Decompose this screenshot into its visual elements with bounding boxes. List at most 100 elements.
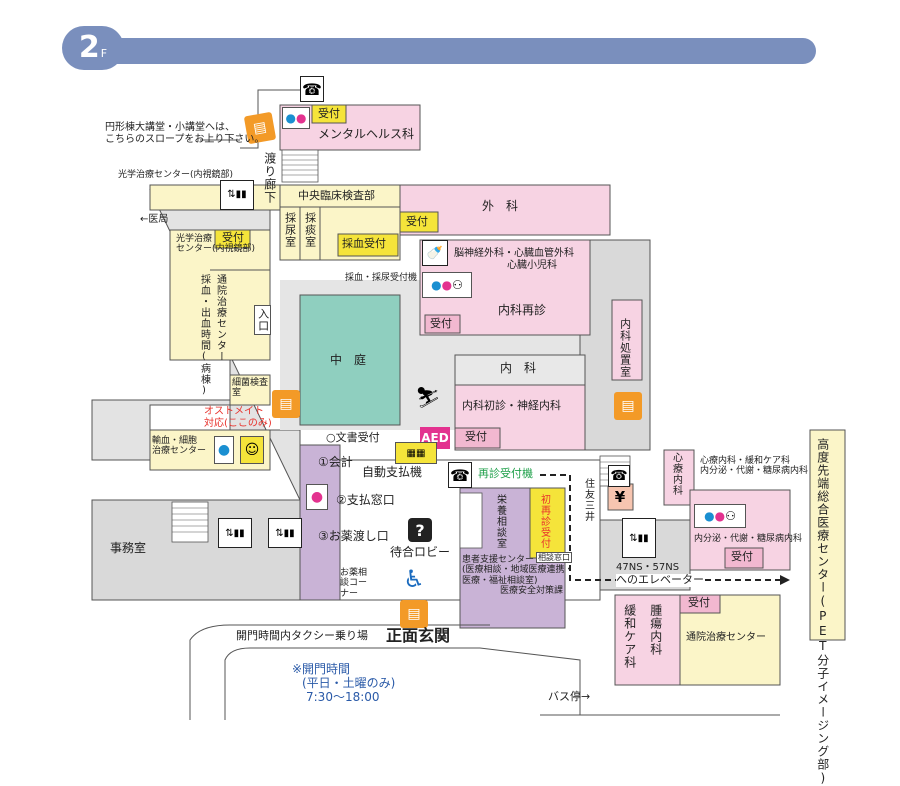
internal-medicine-label: 内 科 bbox=[500, 361, 537, 375]
taxi-road-inner bbox=[224, 647, 581, 720]
patient-support-line3: 医療・福祉相談室) bbox=[462, 575, 538, 586]
transfusion-line1: 輸血・細胞 bbox=[152, 436, 198, 446]
mental-health-label: メンタルヘルス科 bbox=[318, 127, 415, 141]
elevator-ns-label: 47NS・57NS bbox=[616, 562, 680, 573]
diabetes-reception-label: 受付 bbox=[731, 550, 753, 563]
oncology-label: 腫瘍内科 bbox=[648, 604, 663, 656]
internal-revisit-label: 内科再診 bbox=[498, 303, 547, 317]
sumitomo-label: 住友三井 bbox=[582, 478, 594, 522]
medicine-window-label: ③お薬渡し口 bbox=[318, 529, 389, 543]
main-entrance-label: 正面玄関 bbox=[386, 626, 451, 645]
consult-window-label: 相談窓口 bbox=[536, 552, 572, 564]
outpatient-center-label: 採血・出血時間(病棟) bbox=[198, 274, 210, 397]
auto-payment-label: 自動支払機 bbox=[362, 465, 423, 479]
internal-header bbox=[454, 354, 586, 386]
optical-center bbox=[169, 229, 271, 361]
diabetes-line1: 心療内科・緩和ケア科 bbox=[700, 456, 791, 466]
floor-suffix: F bbox=[100, 47, 108, 60]
elevator-way-label: へのエレベーター bbox=[616, 573, 704, 587]
diabetes-label: 心療内科・緩和ケア科 内分泌・代謝・糖尿病内科 bbox=[700, 456, 808, 477]
patient-support-line4: 医療安全対策課 bbox=[500, 586, 564, 597]
nutrition-consult-label: 栄養相談室 bbox=[494, 494, 506, 549]
ostomate-line1: オストメイト bbox=[204, 406, 264, 417]
hours-label: ※開門時間 (平日・土曜のみ) 7:30〜18:00 bbox=[292, 662, 395, 704]
restroom-icon: ●●⚇ bbox=[694, 504, 746, 528]
stairs-left bbox=[171, 501, 209, 543]
revisit-machine-label: 再診受付機 bbox=[478, 467, 533, 480]
aed-label: AED bbox=[421, 431, 449, 445]
help-icon: ? bbox=[408, 518, 432, 542]
first-visit-label: 初再診受付 bbox=[538, 494, 550, 549]
blood-reception-box bbox=[337, 233, 399, 257]
to-medical-bureau: ←医局 bbox=[140, 214, 169, 225]
oncology-reception-box bbox=[679, 594, 721, 614]
optical-center-top bbox=[149, 184, 281, 211]
elevator-icon: ⇅▮▮ bbox=[218, 518, 252, 548]
patient-support-line1: 患者支援センター bbox=[462, 555, 535, 565]
revisit-reception-box bbox=[424, 314, 461, 334]
transfusion-label: 輸血・細胞 治療センター bbox=[152, 436, 206, 457]
restroom-icon: ●●⚇ bbox=[422, 272, 472, 298]
taxi-label: 開門時間内タクシー乗り場 bbox=[236, 629, 368, 642]
watari-rouka: 渡り廊下 bbox=[262, 152, 277, 204]
slope-note-line2: こちらのスロープをお上り下さい。 bbox=[105, 133, 265, 145]
neuro-line2: 心臓小児科 bbox=[507, 259, 557, 271]
diabetes-label-2: 内分泌・代謝・糖尿病内科 bbox=[694, 534, 803, 544]
stairs-icon: ▤ bbox=[400, 600, 428, 628]
phone-icon: ☎ bbox=[448, 462, 472, 488]
elevator-icon: ⇅▮▮ bbox=[622, 518, 656, 558]
wheelchair-icon: ♿ bbox=[403, 565, 425, 593]
ostomate-line2: 対応(ここのみ) bbox=[204, 417, 272, 429]
floor-badge: 2 F bbox=[62, 26, 124, 70]
internal-first-label: 内科初診・神経内科 bbox=[462, 399, 561, 412]
floor-number: 2 bbox=[78, 30, 100, 65]
palliative-label: 緩和ケア科 bbox=[622, 604, 637, 669]
transfusion-line2: 治療センター bbox=[152, 446, 207, 457]
pet-center-label: 高度先端総合医療センター(PET分子イメージング部) bbox=[815, 438, 830, 786]
bus-stop-label: バス停→ bbox=[548, 690, 591, 703]
optical-center-label: 光学治療 センター(内視鏡部) bbox=[176, 234, 255, 255]
stairs-icon: ▤ bbox=[614, 392, 642, 420]
internal-treatment-label: 内科処置室 bbox=[618, 318, 632, 378]
payment-area bbox=[299, 444, 341, 601]
escalator-icon: ⛷ bbox=[415, 385, 441, 409]
baby-care-icon: 🍼 bbox=[422, 240, 448, 266]
waiting-lobby-label: 待合ロビー bbox=[390, 545, 451, 559]
oncology-reception-label: 受付 bbox=[688, 596, 710, 609]
diabetes-reception-box bbox=[724, 547, 764, 569]
surgery-label: 外 科 bbox=[482, 199, 519, 213]
slope-note-line1: 円形棟大講堂・小講堂へは、 bbox=[105, 122, 235, 133]
neuro-label: 脳神経外科・心臓血管外科 心臓小児科 bbox=[454, 248, 574, 271]
surgery-reception-box bbox=[399, 211, 439, 233]
route-arrow bbox=[780, 575, 790, 585]
stairs-icon: ▤ bbox=[272, 390, 300, 418]
elevator-icon: ⇅▮▮ bbox=[268, 518, 302, 548]
ostomate-label: オストメイト 対応(ここのみ) bbox=[204, 406, 272, 429]
mental-reception-label: 受付 bbox=[318, 107, 340, 120]
stairs-lobby bbox=[459, 492, 483, 549]
surgery-area bbox=[399, 184, 611, 236]
elevator-icon: ⇅▮▮ bbox=[220, 180, 254, 210]
internal-reception-box bbox=[454, 427, 501, 449]
urine-room-label: 採尿室 bbox=[283, 212, 297, 248]
payment-label: ①会計 bbox=[318, 455, 353, 469]
entrance-small-label: 入口 bbox=[254, 305, 271, 335]
optical-reception-box bbox=[214, 229, 251, 249]
internal-reception-label: 受付 bbox=[465, 430, 487, 443]
bacteria-lab bbox=[229, 374, 271, 406]
bacteria-lab-label: 細菌検査室 bbox=[232, 378, 269, 399]
optical-center-line1: 光学治療 bbox=[176, 234, 213, 244]
phone-icon: ☎ bbox=[300, 76, 324, 102]
sputum-room-label: 採痰室 bbox=[303, 212, 317, 248]
hours-title: ※開門時間 bbox=[292, 662, 351, 676]
courtyard bbox=[299, 294, 401, 426]
neuro-line1: 脳神経外科・心臓血管外科 bbox=[454, 248, 574, 259]
outpatient-center-label-2: 通院治療センター bbox=[214, 274, 226, 362]
taxi-road bbox=[189, 624, 490, 720]
central-lab-label: 中央臨床検査部 bbox=[298, 189, 375, 202]
diabetes-line2: 内分泌・代謝・糖尿病内科 bbox=[700, 466, 809, 477]
payment-window-label: ②支払窓口 bbox=[336, 493, 395, 507]
restroom-icon: ● bbox=[214, 436, 234, 464]
patient-support-label: 患者支援センター (医療相談・地域医療連携・ 医療・福祉相談室) 医療安全対策課 bbox=[462, 555, 574, 596]
optical-center-top-label: 光学治療センター(内視鏡部) bbox=[118, 170, 234, 180]
